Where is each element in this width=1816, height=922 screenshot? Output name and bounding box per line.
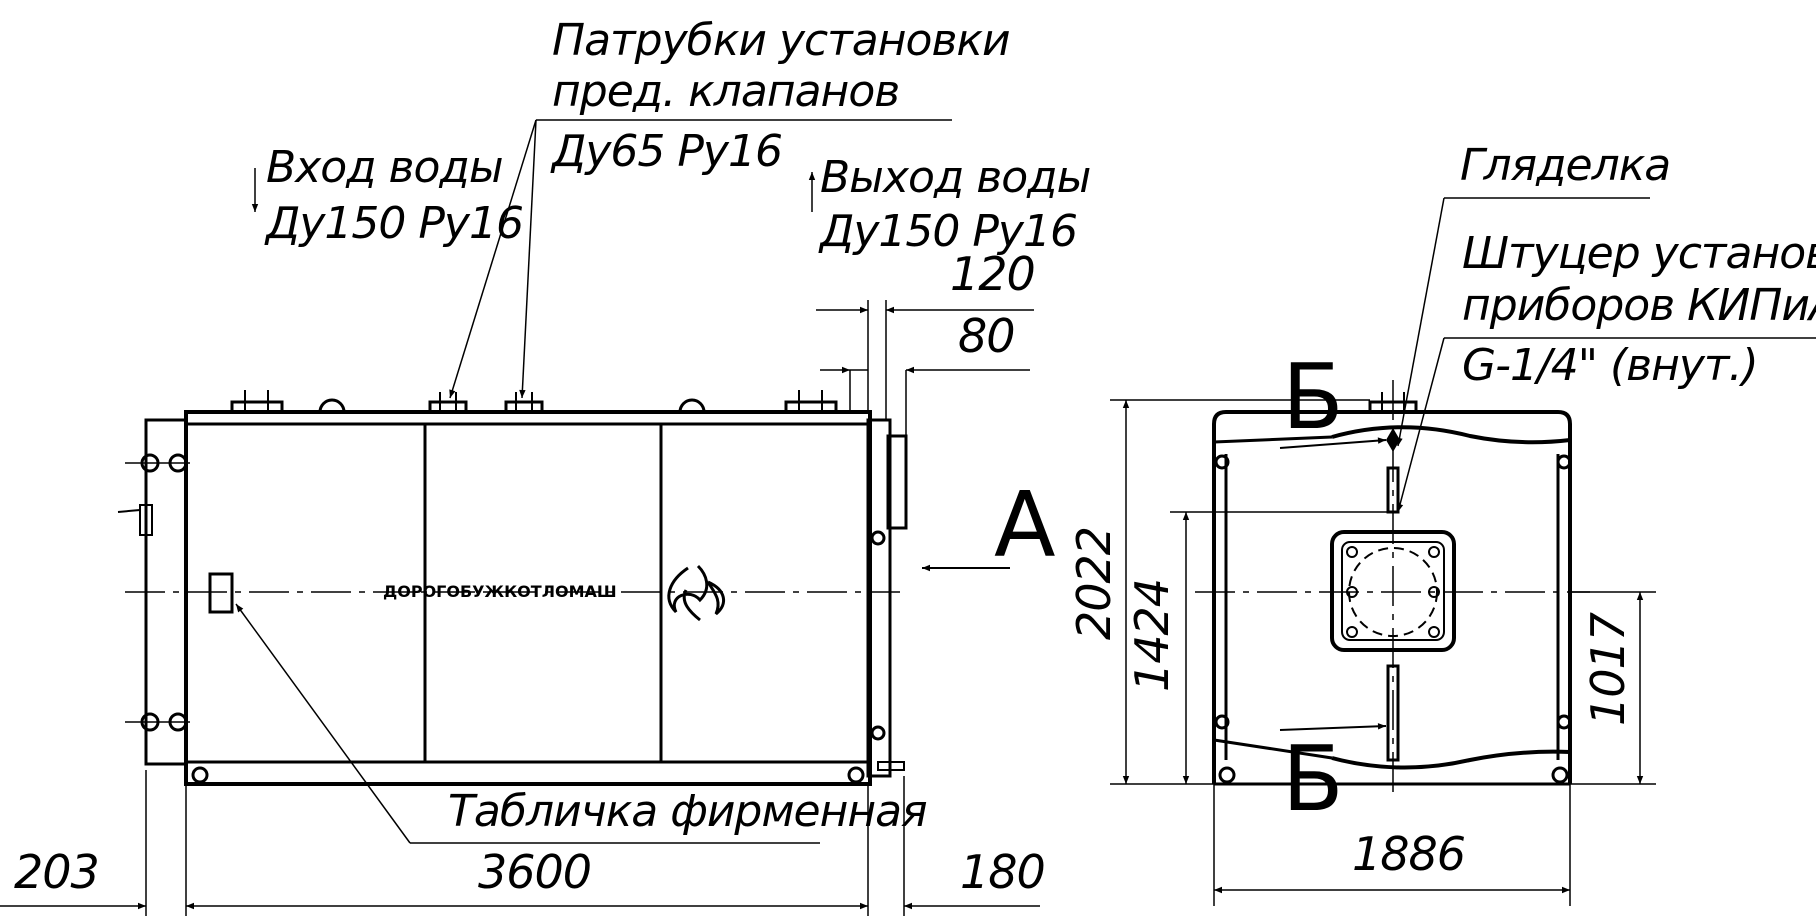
section-mark-top: Б [1282, 345, 1344, 450]
dim-203: 203 [14, 845, 99, 899]
view-a-mark: А [994, 473, 1056, 578]
peephole-fitting [1386, 428, 1400, 452]
label-safety-valves-3: Ду65 Ру16 [550, 126, 782, 177]
dim-1424: 1424 [1125, 579, 1179, 692]
label-water-out-1: Выход воды [820, 152, 1090, 203]
dim-120: 120 [950, 247, 1035, 301]
top-nozzles [230, 390, 838, 414]
label-peephole: Гляделка [1460, 140, 1670, 191]
section-mark-bottom: Б [1282, 727, 1344, 832]
label-water-in-1: Вход воды [266, 142, 503, 193]
label-fitting-1: Штуцер установки [1462, 228, 1816, 279]
dim-1017: 1017 [1581, 612, 1635, 726]
view-marks: А Б Б [994, 345, 1344, 832]
label-fitting-2: приборов КИПиА [1462, 280, 1816, 331]
dim-80: 80 [958, 309, 1015, 363]
dim-3600: 3600 [478, 845, 591, 899]
dim-180: 180 [960, 845, 1045, 899]
label-safety-valves-1: Патрубки установки [552, 15, 1010, 66]
rear-flange [866, 418, 892, 778]
nameplate-plate [208, 572, 234, 614]
side-view: ДОРОГОБУЖКОТЛОМАШ [0, 119, 1040, 916]
callout-labels: Патрубки установки пред. клапанов Ду65 Р… [264, 15, 1816, 837]
front-view [1110, 197, 1816, 906]
label-nameplate: Табличка фирменная [448, 786, 927, 837]
brand-flame-icon [667, 564, 725, 622]
dim-2022: 2022 [1067, 527, 1121, 640]
dim-1886: 1886 [1352, 827, 1465, 881]
label-safety-valves-2: пред. клапанов [552, 66, 899, 117]
label-water-out-2: Ду150 Ру16 [818, 206, 1077, 257]
dimension-values: 120 80 203 3600 180 2022 1424 1017 1886 [14, 247, 1635, 899]
label-water-in-2: Ду150 Ру16 [264, 198, 523, 249]
label-fitting-3: G-1/4" (внут.) [1462, 340, 1758, 391]
